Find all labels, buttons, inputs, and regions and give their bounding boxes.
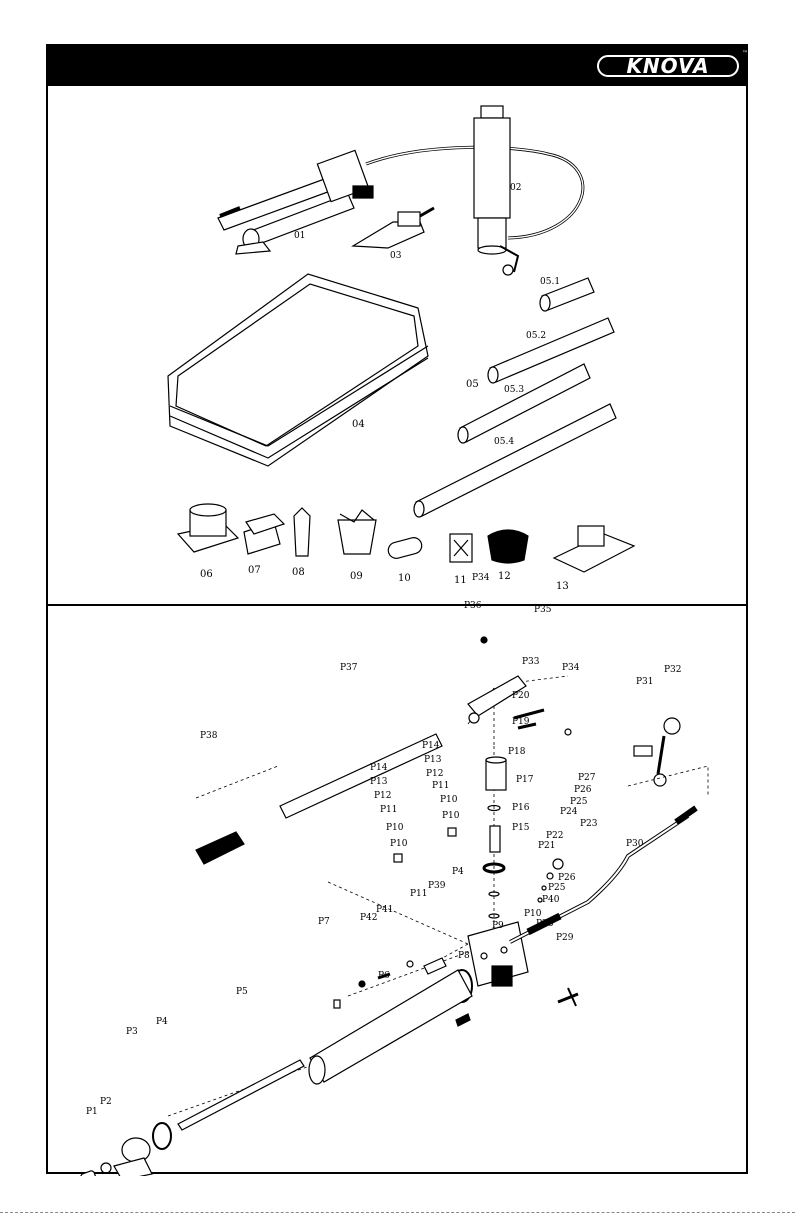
label-P14a: P14 bbox=[370, 764, 388, 773]
handle-tube-P37 bbox=[280, 734, 442, 818]
label-P10b: P10 bbox=[390, 840, 408, 849]
label-P27: P27 bbox=[578, 774, 596, 783]
label-P4a: P4 bbox=[156, 1018, 168, 1027]
label-P34a: P34 bbox=[472, 574, 490, 583]
piston-P18 bbox=[490, 826, 500, 852]
attachment-09 bbox=[338, 510, 376, 554]
label-04: 04 bbox=[352, 420, 365, 430]
label-P20: P20 bbox=[512, 692, 530, 701]
extension-tube-05-4 bbox=[414, 404, 616, 517]
label-P10a: P10 bbox=[386, 824, 404, 833]
label-P41: P41 bbox=[376, 906, 394, 915]
label-P32: P32 bbox=[664, 666, 682, 675]
label-P22: P22 bbox=[546, 832, 564, 841]
label-P16: P16 bbox=[512, 804, 530, 813]
label-07: 07 bbox=[248, 566, 261, 576]
label-P37: P37 bbox=[340, 664, 358, 673]
carry-case-04 bbox=[168, 274, 428, 466]
label-12: 12 bbox=[498, 572, 511, 582]
label-P21: P21 bbox=[538, 842, 556, 851]
label-13: 13 bbox=[556, 582, 569, 592]
extension-tube-05-2 bbox=[488, 318, 614, 383]
label-P12b: P12 bbox=[426, 770, 444, 779]
label-05-2: 05.2 bbox=[526, 332, 546, 341]
label-P23: P23 bbox=[580, 820, 598, 829]
attachment-08 bbox=[294, 508, 310, 556]
label-P5: P5 bbox=[236, 988, 248, 997]
rod-P5 bbox=[178, 1060, 304, 1130]
label-P25a: P25 bbox=[570, 798, 588, 807]
attachment-07 bbox=[244, 514, 284, 554]
label-P1: P1 bbox=[86, 1108, 98, 1117]
label-11: 11 bbox=[454, 576, 467, 586]
label-P2: P2 bbox=[100, 1098, 112, 1107]
label-05-1: 05.1 bbox=[540, 278, 560, 287]
label-P26a: P26 bbox=[574, 786, 592, 795]
label-P34b: P34 bbox=[562, 664, 580, 673]
label-P29: P29 bbox=[556, 934, 574, 943]
label-P19: P19 bbox=[512, 718, 530, 727]
label-P10c: P10 bbox=[524, 910, 542, 919]
label-P25b: P25 bbox=[548, 884, 566, 893]
reservoir-P6 bbox=[310, 970, 472, 1082]
attachment-13 bbox=[554, 526, 634, 572]
label-P28: P28 bbox=[536, 920, 554, 929]
label-P36: P36 bbox=[464, 602, 482, 611]
label-03: 03 bbox=[390, 252, 401, 261]
kit-overview-drawing bbox=[48, 46, 750, 604]
diagram-frame: KNOVA ™ bbox=[46, 44, 748, 1174]
label-P10d: P10 bbox=[440, 796, 458, 805]
label-P14b: P14 bbox=[422, 742, 440, 751]
label-01: 01 bbox=[294, 232, 305, 241]
label-05: 05 bbox=[466, 380, 479, 390]
attachment-12 bbox=[488, 530, 528, 563]
label-P40: P40 bbox=[542, 896, 560, 905]
label-P35: P35 bbox=[534, 606, 552, 615]
sleeve-P20 bbox=[486, 760, 506, 790]
label-P7: P7 bbox=[318, 918, 330, 927]
label-P17: P17 bbox=[516, 776, 534, 785]
label-06: 06 bbox=[200, 570, 213, 580]
cut-line bbox=[0, 1212, 795, 1213]
label-P42: P42 bbox=[360, 914, 378, 923]
label-05-3: 05.3 bbox=[504, 386, 524, 395]
wedge-03 bbox=[353, 208, 434, 248]
attachment-11 bbox=[450, 534, 472, 562]
label-08: 08 bbox=[292, 568, 305, 578]
label-09: 09 bbox=[350, 572, 363, 582]
label-P13b: P13 bbox=[424, 756, 442, 765]
label-P11a: P11 bbox=[380, 806, 398, 815]
label-P15: P15 bbox=[512, 824, 530, 833]
label-P18: P18 bbox=[508, 748, 526, 757]
label-P39: P39 bbox=[428, 882, 446, 891]
label-P11c: P11 bbox=[410, 890, 428, 899]
exploded-parts-drawing bbox=[48, 606, 750, 1176]
base-P3 bbox=[122, 1138, 150, 1162]
label-P30: P30 bbox=[626, 840, 644, 849]
label-10: 10 bbox=[398, 574, 411, 584]
label-P24: P24 bbox=[560, 808, 578, 817]
label-P38: P38 bbox=[200, 732, 218, 741]
label-P6: P6 bbox=[378, 972, 390, 981]
label-02: 02 bbox=[510, 184, 521, 193]
label-P31: P31 bbox=[636, 678, 654, 687]
grip-P38 bbox=[196, 832, 244, 864]
label-P4b: P4 bbox=[452, 868, 464, 877]
dust-cap-P32 bbox=[664, 718, 680, 734]
label-05-4: 05.4 bbox=[494, 438, 514, 447]
label-P12a: P12 bbox=[374, 792, 392, 801]
label-P10e: P10 bbox=[442, 812, 460, 821]
attachment-10 bbox=[387, 536, 424, 560]
label-P11b: P11 bbox=[432, 782, 450, 791]
label-P9: P9 bbox=[492, 922, 504, 931]
label-P13a: P13 bbox=[370, 778, 388, 787]
label-P33: P33 bbox=[522, 658, 540, 667]
label-P3: P3 bbox=[126, 1028, 138, 1037]
label-P8: P8 bbox=[458, 952, 470, 961]
coupler-P31 bbox=[634, 746, 652, 756]
attachment-06 bbox=[178, 504, 238, 552]
label-P26b: P26 bbox=[558, 874, 576, 883]
